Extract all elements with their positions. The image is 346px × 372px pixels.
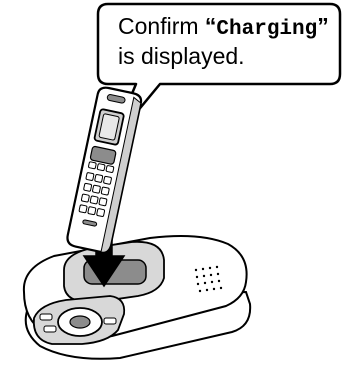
charger-base: [22, 235, 252, 360]
charging-keyword: Charging: [216, 18, 318, 41]
speaker-grill-icon: [194, 265, 223, 293]
base-control-pad: [32, 295, 126, 345]
callout-line-2: is displayed.: [118, 43, 245, 69]
cordless-handset: [66, 86, 143, 254]
callout-text: Confirm “Charging” is displayed.: [98, 4, 338, 82]
open-quote: “: [204, 13, 217, 39]
callout-prefix: Confirm: [118, 13, 205, 39]
handset-keypad: [78, 172, 112, 217]
close-quote: ”: [317, 13, 329, 39]
callout-line-1: Confirm “Charging”: [118, 12, 329, 44]
